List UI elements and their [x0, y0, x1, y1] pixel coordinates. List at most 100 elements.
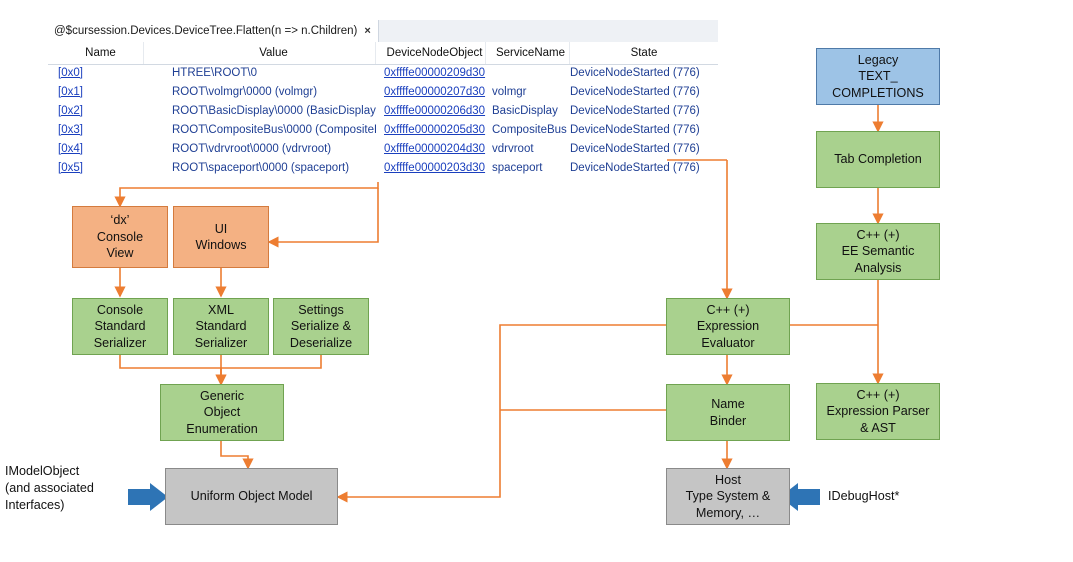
node-line: Enumeration [186, 421, 258, 436]
node-line: XML [208, 302, 234, 317]
cell-value: ROOT\CompositeBus\0000 (CompositeBus) [172, 124, 376, 136]
close-icon[interactable]: × [364, 24, 371, 37]
wire-generic-to-uniform [220, 441, 254, 470]
cell-name[interactable]: [0x0] [58, 67, 83, 79]
node-console-standard-serializer[interactable]: Console Standard Serializer [72, 298, 168, 355]
cell-value: HTREE\ROOT\0 [172, 67, 257, 79]
node-line: Expression Parser [826, 404, 930, 419]
node-line: View [106, 246, 134, 261]
wire-evaluator-to-uniform [336, 324, 667, 503]
node-line: Generic [199, 388, 245, 403]
node-line: C++ (+) [706, 302, 750, 317]
node-line: Uniform Object Model [190, 489, 313, 504]
cell-name[interactable]: [0x1] [58, 86, 83, 98]
node-line: Type System & [685, 489, 771, 504]
node-line: Serializer [93, 335, 147, 350]
grid-tabstrip: @$cursession.Devices.DeviceTree.Flatten(… [48, 20, 718, 43]
cell-service_name [486, 64, 570, 83]
node-line: COMPLETIONS [832, 85, 924, 100]
table-row[interactable]: [0x1] ROOT\volmgr\0000 (volmgr) 0xffffe000… [48, 83, 718, 102]
node-ui-windows[interactable]: UI Windows [173, 206, 269, 268]
node-line: Tab Completion [834, 152, 922, 167]
query-tab-label: @$cursession.Devices.DeviceTree.Flatten(… [54, 25, 358, 37]
node-expression-evaluator[interactable]: C++ (+) Expression Evaluator [666, 298, 790, 355]
cell-device_node_object[interactable]: 0xffffe00000204d30 [384, 143, 486, 155]
wire-grid-to-dx-console [114, 182, 379, 208]
node-line: Standard [94, 319, 146, 334]
node-ee-semantic-analysis[interactable]: C++ (+) EE Semantic Analysis [816, 223, 940, 280]
node-line: Deserialize [289, 335, 353, 350]
cell-value: ROOT\vdrvroot\0000 (vdrvroot) [172, 143, 332, 155]
node-uniform-object-model[interactable]: Uniform Object Model [165, 468, 338, 525]
column-header-devicenodeobject[interactable]: DeviceNodeObject [376, 42, 486, 64]
node-expression-parser-ast[interactable]: C++ (+) Expression Parser & AST [816, 383, 940, 440]
node-line: Console [96, 302, 144, 317]
node-line: Evaluator [701, 335, 755, 350]
node-name-binder[interactable]: Name Binder [666, 384, 790, 441]
cell-device_node_object[interactable]: 0xffffe00000203d30 [384, 162, 486, 174]
cell-state: DeviceNodeStarted (776) [570, 162, 700, 174]
cell-device_node_object[interactable]: 0xffffe00000206d30 [384, 105, 486, 117]
column-header-name[interactable]: Name [48, 42, 144, 64]
node-line: Serialize & [290, 319, 352, 334]
caption-idebughost: IDebugHost* [828, 489, 900, 503]
cell-name[interactable]: [0x3] [58, 124, 83, 136]
node-line: Expression [696, 319, 760, 334]
cell-state: DeviceNodeStarted (776) [570, 67, 700, 79]
node-generic-object-enumeration[interactable]: Generic Object Enumeration [160, 384, 284, 441]
wire-console-serializer-to-generic [119, 355, 227, 386]
node-line: Settings [298, 302, 344, 317]
cell-state: DeviceNodeStarted (776) [570, 105, 700, 117]
query-tab[interactable]: @$cursession.Devices.DeviceTree.Flatten(… [48, 20, 379, 42]
node-dx-console-view[interactable]: ‘dx’ Console View [72, 206, 168, 268]
column-header-value[interactable]: Value [144, 42, 376, 64]
node-line: Binder [709, 413, 747, 428]
node-host-type-system[interactable]: Host Type System & Memory, … [666, 468, 790, 525]
node-line: ‘dx’ [110, 213, 130, 228]
node-line: C++ (+) [856, 227, 900, 242]
cell-device_node_object[interactable]: 0xffffe00000207d30 [384, 86, 486, 98]
node-line: Serializer [194, 335, 248, 350]
cell-device_node_object[interactable]: 0xffffe00000209d30 [384, 67, 486, 79]
column-header-servicename[interactable]: ServiceName [486, 42, 570, 64]
node-line: EE Semantic [841, 244, 915, 259]
cell-service_name: vdrvroot [492, 143, 534, 155]
table-row[interactable]: [0x2] ROOT\BasicDisplay\0000 (BasicDispla… [48, 102, 718, 121]
node-legacy-text-completions[interactable]: Legacy TEXT_ COMPLETIONS [816, 48, 940, 105]
cell-value: ROOT\volmgr\0000 (volmgr) [172, 86, 318, 98]
node-line: Legacy [857, 52, 899, 67]
node-line: Analysis [854, 260, 902, 275]
wire-settings-to-generic [215, 355, 322, 386]
node-line: Object [203, 405, 241, 420]
cell-name[interactable]: [0x5] [58, 162, 83, 174]
node-line: & AST [860, 420, 896, 435]
node-line: Host [715, 472, 741, 487]
cell-service_name: spaceport [492, 162, 543, 174]
table-row[interactable]: [0x0] HTREE\ROOT\0 0xffffe00000209d30 Devic… [48, 64, 718, 83]
table-row[interactable]: [0x4] ROOT\vdrvroot\0000 (vdrvroot) 0xffff… [48, 140, 718, 159]
column-header-state[interactable]: State [630, 47, 658, 59]
node-line: Name [711, 397, 745, 411]
table-row[interactable]: [0x5]ROOT\spaceport\0000 (spaceport)0xff… [48, 159, 718, 178]
node-line: C++ (+) [856, 387, 900, 402]
node-line: TEXT_ [858, 69, 898, 84]
wire-grid-to-ui-windows [267, 188, 379, 248]
cell-service_name: volmgr [492, 86, 527, 98]
node-xml-standard-serializer[interactable]: XML Standard Serializer [173, 298, 269, 355]
node-tab-completion[interactable]: Tab Completion [816, 131, 940, 188]
table-row[interactable]: [0x3] ROOT\CompositeBus\0000 (CompositeBu… [48, 121, 718, 140]
node-line: Windows [195, 238, 247, 252]
cell-name[interactable]: [0x2] [58, 105, 83, 117]
cell-name[interactable]: [0x4] [58, 143, 83, 155]
caption-imodelobject: IModelObject (and associated Interfaces) [5, 464, 94, 512]
node-line: Standard [195, 319, 247, 334]
imodelobject-arrow [128, 483, 168, 511]
cell-device_node_object[interactable]: 0xffffe00000205d30 [384, 124, 486, 136]
cell-state: DeviceNodeStarted (776) [570, 124, 700, 136]
device-tree-grid-panel: @$cursession.Devices.DeviceTree.Flatten(… [48, 20, 718, 182]
cell-value: ROOT\BasicDisplay\0000 (BasicDisplay) [172, 105, 376, 117]
cell-service_name: BasicDisplay [492, 105, 558, 117]
node-line: Memory, … [695, 505, 761, 520]
node-settings-serialize-deserialize[interactable]: Settings Serialize & Deserialize [273, 298, 369, 355]
